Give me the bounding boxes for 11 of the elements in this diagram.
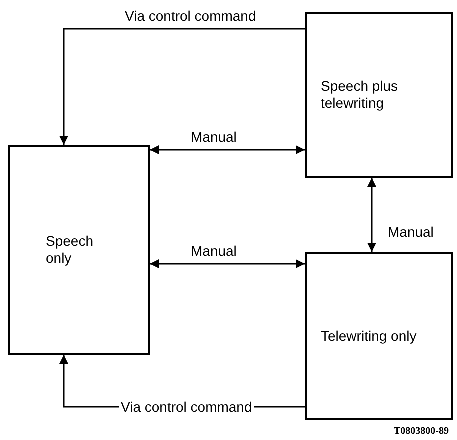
arrow: [150, 260, 305, 268]
state-box: [8, 145, 150, 355]
arrow: [60, 28, 305, 145]
state-box: [305, 12, 453, 178]
arrow: [368, 178, 376, 252]
state-box: [305, 252, 453, 420]
state-label: Telewriting only: [321, 328, 417, 344]
state-label: Speech only: [46, 233, 94, 267]
state-label: Speech plus telewriting: [321, 78, 400, 112]
figure-reference: T0803800-89: [394, 426, 449, 437]
arrow: [150, 146, 305, 154]
